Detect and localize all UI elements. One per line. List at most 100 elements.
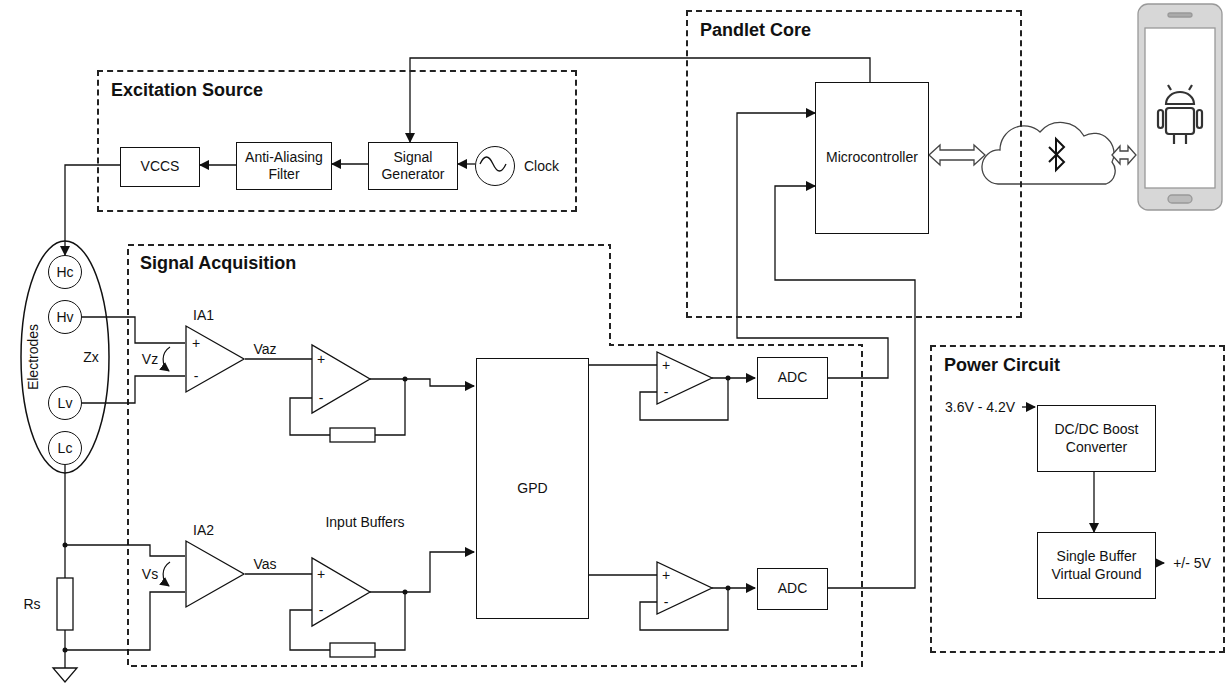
android-icon [1168, 85, 1192, 90]
connector [332, 163, 368, 164]
group-panel: Excitation SourceVCCS Anti-Aliasing Filte… [97, 70, 577, 212]
group-panel: Power CircuitDC/DC Boost ConverterSingle… [930, 345, 1225, 653]
node-text: ADC [778, 369, 808, 387]
electrode-terminal: Lc [48, 431, 82, 465]
clock-source: Clock [475, 146, 515, 186]
junction-dot [63, 376, 731, 653]
group-title: Power Circuit [944, 355, 1060, 376]
resistor-symbol [57, 428, 375, 657]
amplifier-outline [186, 326, 244, 392]
bluetooth-cloud [1049, 139, 1064, 170]
junction-dot [726, 376, 731, 381]
node-text: ADC [778, 580, 808, 598]
electrode-terminal: Hc [48, 255, 82, 289]
double-arrow [929, 145, 985, 165]
connector [1093, 472, 1094, 532]
connector [82, 317, 185, 343]
process-box: GPD [476, 358, 589, 619]
node-text: VCCS [141, 158, 180, 176]
node-text: DC/DC Boost Converter [1042, 421, 1151, 456]
smartphone-icon [1138, 4, 1222, 210]
pin-sign: + [317, 567, 325, 581]
opamp-symbol [657, 352, 712, 404]
connector [458, 163, 475, 164]
wire [405, 552, 474, 592]
smartphone-icon [1168, 13, 1192, 17]
group-outline [128, 245, 862, 666]
junction-dot [403, 377, 408, 382]
wire [589, 364, 657, 365]
group-panel: Signal AcquisitionIA1IA2GPDADCADC [128, 245, 862, 666]
signal-name: Vaz [253, 342, 276, 356]
group-title: Signal Acquisition [140, 253, 296, 274]
android-icon [1197, 110, 1202, 128]
electrode-ellipse: ElectrodesZxHcHvLvLc [20, 240, 110, 474]
process-box: ADC [757, 568, 828, 610]
group-outline [128, 245, 862, 666]
pin-sign: + [317, 352, 325, 366]
ground-symbol [53, 668, 77, 682]
voltage-label: +/- 5V [1173, 556, 1211, 570]
opamp-symbol [312, 345, 370, 413]
wire [64, 545, 65, 578]
process-box: Single Buffer Virtual Ground [1037, 532, 1156, 599]
wire [405, 379, 474, 386]
ground-symbol [53, 668, 77, 682]
amplifier-outline [185, 540, 245, 608]
double-arrow [1112, 146, 1136, 164]
process-box: Microcontroller [815, 82, 929, 234]
connector [65, 165, 120, 255]
wire [1022, 406, 1035, 407]
android-icon [1166, 108, 1194, 134]
signal-name: Vs [142, 567, 158, 581]
pin-sign: - [319, 603, 324, 617]
wire [712, 377, 755, 378]
node-label: Clock [524, 158, 559, 174]
node-text: Microcontroller [826, 149, 918, 167]
amplifier-name: IA1 [193, 307, 214, 323]
android-icon [1158, 110, 1163, 128]
pin-sign: - [319, 391, 324, 405]
android-icon [1166, 92, 1194, 104]
node-text: Signal Generator [373, 149, 453, 184]
opamp-symbol [312, 345, 712, 626]
pin-sign: + [662, 358, 670, 372]
node-text: Lc [58, 440, 73, 456]
node-text: Single Buffer Virtual Ground [1042, 548, 1151, 583]
wire [245, 573, 312, 574]
group-panel: Pandlet CoreMicrocontroller [686, 10, 1022, 318]
wire [65, 592, 185, 650]
pin-sign: - [194, 369, 199, 383]
wire [589, 574, 657, 575]
wire [370, 592, 405, 650]
process-box: ADC [757, 357, 828, 399]
opamp-symbol [657, 562, 712, 614]
opamp-symbol [312, 558, 370, 626]
ellipse-outline [21, 241, 109, 473]
node-text: Lv [58, 395, 73, 411]
connector [200, 164, 236, 165]
connector [82, 376, 185, 403]
pin-sign: + [192, 336, 200, 350]
process-box: VCCS [120, 147, 200, 187]
double-arrow [929, 145, 1136, 165]
bluetooth-cloud [982, 122, 1115, 184]
group-title: Excitation Source [111, 80, 263, 101]
signal-name: Vz [142, 352, 158, 366]
bluetooth-cloud [982, 122, 1115, 184]
connector [65, 465, 185, 556]
amplifier-outline [186, 541, 244, 607]
smartphone-icon [1145, 28, 1215, 188]
node-text: Anti-Aliasing Filter [241, 149, 327, 184]
android-icon [1158, 85, 1202, 144]
process-box: Anti-Aliasing Filter [236, 142, 332, 190]
sine-symbol [480, 157, 506, 171]
junction-dot [726, 586, 731, 591]
pin-sign: - [664, 595, 669, 609]
voltage-label: 3.6V - 4.2V [945, 400, 1015, 414]
android-icon [1174, 134, 1186, 144]
node-text: Hc [56, 264, 73, 280]
wire [370, 379, 405, 435]
voltage-arrow [163, 562, 170, 586]
